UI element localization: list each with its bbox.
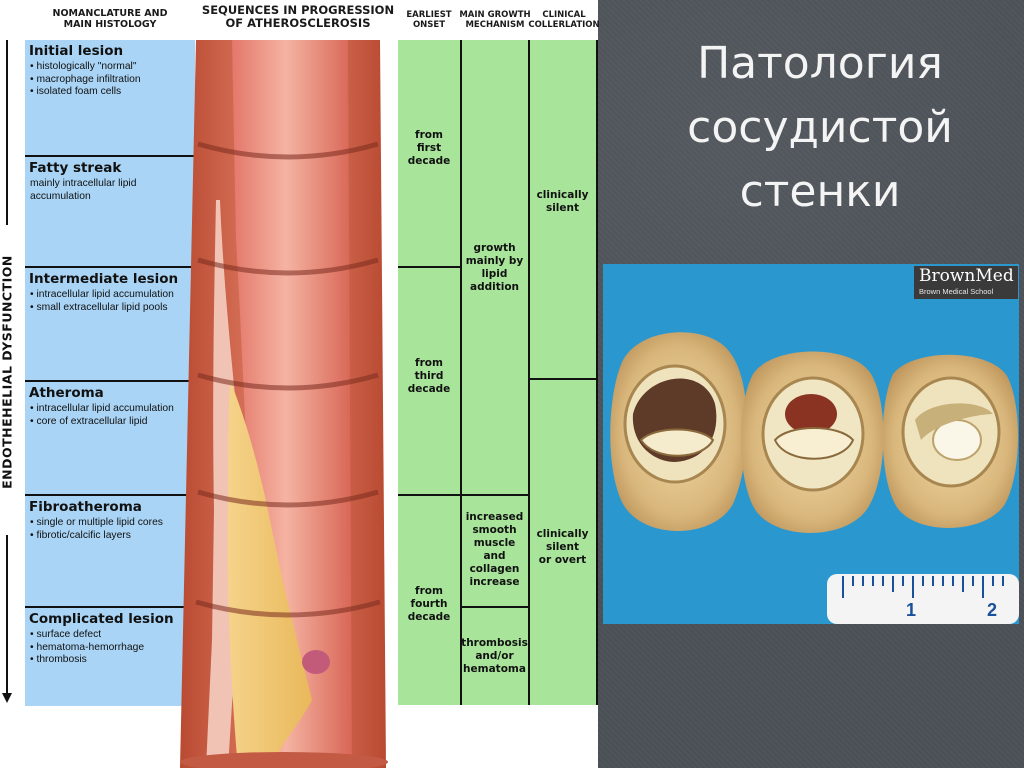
artery-cross-section-3 (883, 355, 1018, 528)
thrombus (302, 650, 330, 674)
stage-title: Initial lesion (29, 43, 123, 59)
ruler: 1 2 (827, 574, 1019, 624)
header-nomenclature: NOMANCLATURE AND MAIN HISTOLOGY (30, 9, 190, 31)
bullet: • hematoma-hemorrhage (30, 642, 144, 655)
ruler-number-2: 2 (987, 600, 997, 620)
specimen-illustration: 1 2 (603, 264, 1019, 624)
bullet: • small extracellular lipid pools (30, 302, 174, 315)
stage-bullets: • single or multiple lipid cores • fibro… (30, 517, 163, 542)
clinical-silent-or-overt: clinically silent or overt (529, 528, 596, 567)
stage-fatty-streak: Fatty streak mainly intracellular lipid … (25, 157, 195, 266)
growth-thrombosis: thrombosis and/or hematoma (461, 637, 528, 676)
header-earliest-onset: EARLIEST ONSET (398, 11, 460, 31)
bullet: • thrombosis (30, 654, 144, 667)
side-label-text: ENDOTHEHELIAL DYSFUNCTION (0, 255, 15, 489)
bullet: • histologically "normal" (30, 61, 141, 74)
brand-name: BrownMed (919, 266, 1014, 286)
bullet: • single or multiple lipid cores (30, 517, 163, 530)
specimen-photo: 1 2 (603, 264, 1019, 624)
stage-title: Fibroatheroma (29, 499, 142, 515)
artery-cross-section-1 (610, 332, 747, 531)
brownmed-logo: BrownMed Brown Medical School (914, 266, 1018, 299)
stage-title: Fatty streak (29, 160, 121, 176)
growth-lipid-addition: growth mainly by lipid addition (461, 242, 528, 294)
bullet: mainly intracellular lipid (30, 178, 136, 191)
brand-subtitle: Brown Medical School (919, 287, 993, 296)
growth-divider (460, 606, 529, 608)
stage-complicated-lesion: Complicated lesion • surface defect • he… (25, 608, 195, 706)
onset-first-decade: from first decade (398, 129, 460, 168)
clinical-silent: clinically silent (529, 189, 596, 215)
stage-title: Atheroma (29, 385, 104, 401)
artery-cross-section-2 (741, 352, 884, 534)
stage-title: Complicated lesion (29, 611, 174, 627)
stage-bullets: • surface defect • hematoma-hemorrhage •… (30, 629, 144, 667)
bullet: • surface defect (30, 629, 144, 642)
header-sequences: SEQUENCES IN PROGRESSION OF ATHEROSCLERO… (196, 4, 400, 30)
ruler-number-1: 1 (906, 600, 916, 620)
bullet: • fibrotic/calcific layers (30, 530, 163, 543)
stage-atheroma: Atheroma • intracellular lipid accumulat… (25, 382, 195, 494)
down-arrow-icon (2, 693, 12, 703)
stage-bullets: • histologically "normal" • macrophage i… (30, 61, 141, 99)
bullet: • macrophage infiltration (30, 74, 141, 87)
clinical-divider (528, 378, 598, 380)
stage-title: Intermediate lesion (29, 271, 178, 287)
stage-bullets: mainly intracellular lipid accumulation (30, 178, 136, 203)
bullet: • intracellular lipid accumulation (30, 403, 174, 416)
onset-third-decade: from third decade (398, 357, 460, 396)
table-divider (596, 40, 598, 705)
header-clinical: CLINICAL COLLERLATION (528, 11, 600, 31)
slide-title: Патология сосудистой стенки (640, 32, 1000, 224)
bullet: • isolated foam cells (30, 86, 141, 99)
header-growth-mechanism: MAIN GROWTH MECHANISM (459, 11, 531, 31)
stage-bullets: • intracellular lipid accumulation • sma… (30, 289, 174, 314)
bullet: accumulation (30, 191, 136, 204)
onset-divider (398, 494, 528, 496)
table-clinical-column (529, 40, 597, 705)
stage-intermediate-lesion: Intermediate lesion • intracellular lipi… (25, 268, 195, 380)
bullet: • intracellular lipid accumulation (30, 289, 174, 302)
stage-fibroatheroma: Fibroatheroma • single or multiple lipid… (25, 496, 195, 606)
growth-smooth-muscle: increased smooth muscle and collagen inc… (461, 511, 528, 589)
artery-illustration (176, 40, 402, 768)
atherosclerosis-diagram: NOMANCLATURE AND MAIN HISTOLOGY SEQUENCE… (0, 0, 598, 768)
stage-bullets: • intracellular lipid accumulation • cor… (30, 403, 174, 428)
bullet: • core of extracellular lipid (30, 416, 174, 429)
onset-divider (398, 266, 461, 268)
onset-fourth-decade: from fourth decade (398, 585, 460, 624)
stage-initial-lesion: Initial lesion • histologically "normal"… (25, 40, 195, 155)
